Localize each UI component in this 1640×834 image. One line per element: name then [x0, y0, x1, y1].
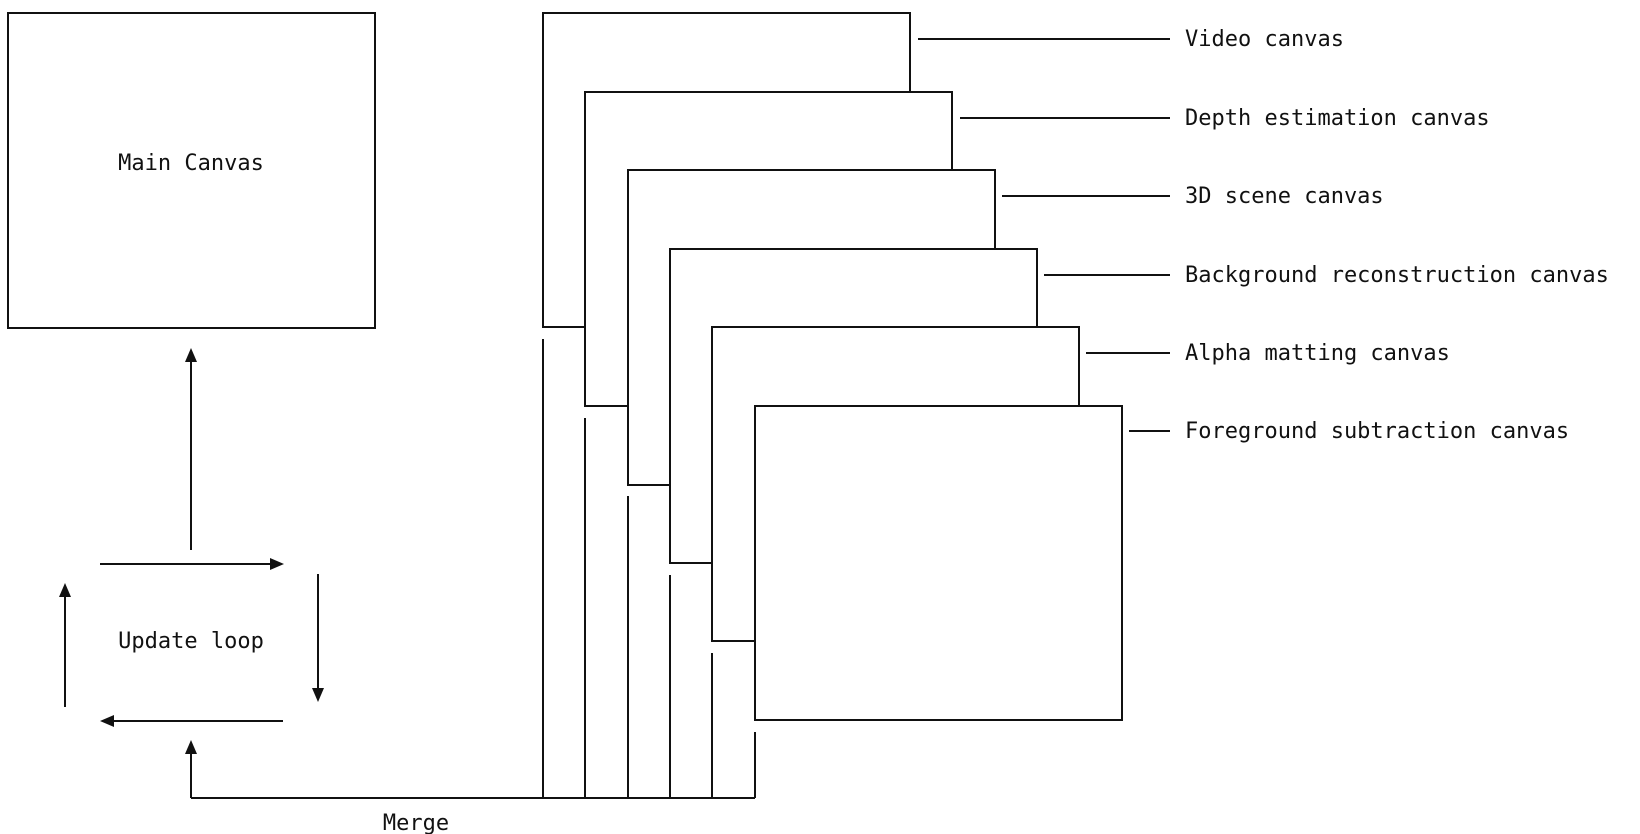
- 3d-scene-canvas-label: 3D scene canvas: [1185, 184, 1384, 209]
- loop-bottom-arrowhead: [100, 715, 114, 727]
- update-loop-label: Update loop: [118, 629, 264, 654]
- merge-label: Merge: [383, 811, 449, 834]
- depth-estimation-canvas-label: Depth estimation canvas: [1185, 106, 1490, 131]
- loop-right-arrowhead: [312, 688, 324, 702]
- foreground-subtraction-canvas-box: [754, 405, 1123, 721]
- loop-top-arrowhead: [270, 558, 284, 570]
- update-to-main-arrowhead: [185, 348, 197, 362]
- merge-arrowhead: [185, 740, 197, 754]
- background-reconstruction-canvas-label: Background reconstruction canvas: [1185, 263, 1609, 288]
- main-canvas-label: Main Canvas: [118, 151, 264, 176]
- loop-left-arrowhead: [59, 583, 71, 597]
- main-canvas-box: [7, 12, 376, 329]
- foreground-subtraction-canvas-label: Foreground subtraction canvas: [1185, 419, 1569, 444]
- alpha-matting-canvas-label: Alpha matting canvas: [1185, 341, 1450, 366]
- video-canvas-label: Video canvas: [1185, 27, 1344, 52]
